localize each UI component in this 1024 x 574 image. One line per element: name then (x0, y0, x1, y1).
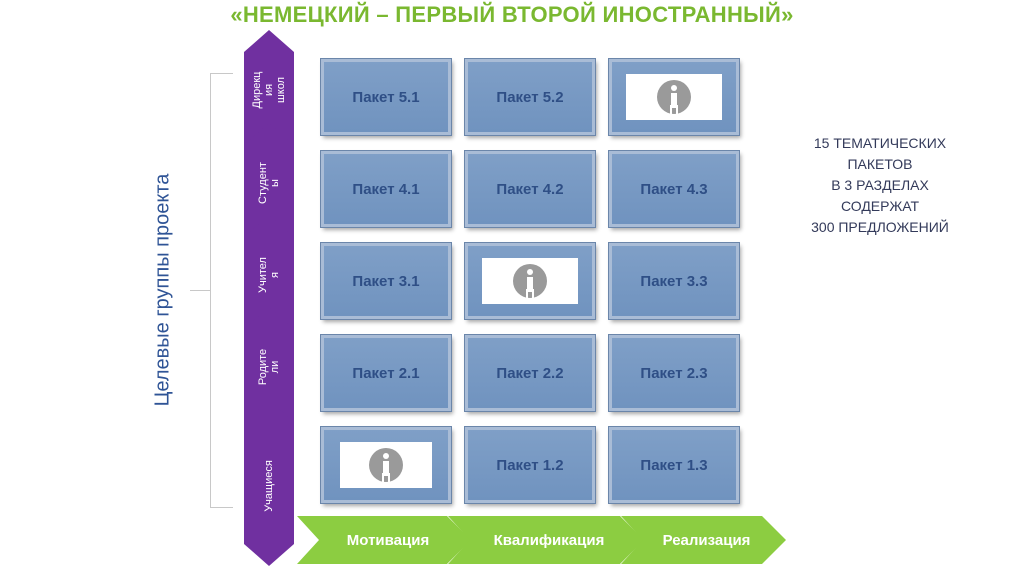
package-box-info[interactable] (464, 242, 596, 320)
target-groups-label-text: Целевые группы проекта (151, 173, 174, 407)
package-box[interactable]: Пакет 4.3 (608, 150, 740, 228)
info-icon (369, 448, 403, 482)
stage-label: Реализация (662, 531, 751, 549)
package-box-info[interactable] (320, 426, 452, 504)
package-box[interactable]: Пакет 2.2 (464, 334, 596, 412)
stage-label: Квалификация (493, 531, 605, 549)
group-label-teachers: Учител я (257, 257, 281, 294)
package-label: Пакет 3.3 (640, 272, 708, 290)
stage-arrow-realization: Реализация (621, 516, 786, 564)
group-label-directors: Дирекц ия школ (251, 71, 287, 109)
package-label: Пакет 1.3 (640, 456, 708, 474)
package-label: Пакет 4.1 (352, 180, 420, 198)
group-label-parents: Родите ли (257, 349, 281, 386)
group-bracket-tick (190, 290, 210, 291)
info-icon (657, 80, 691, 114)
package-box[interactable]: Пакет 1.3 (608, 426, 740, 504)
package-label: Пакет 1.2 (496, 456, 564, 474)
package-box[interactable]: Пакет 5.2 (464, 58, 596, 136)
group-label-students: Студент ы (257, 162, 281, 205)
group-label-pupils: Учащиеся (263, 460, 275, 513)
package-label: Пакет 2.1 (352, 364, 420, 382)
package-label: Пакет 2.3 (640, 364, 708, 382)
package-box-info[interactable] (608, 58, 740, 136)
package-label: Пакет 2.2 (496, 364, 564, 382)
group-chevron-pupils: Учащиеся (244, 400, 294, 566)
package-box[interactable]: Пакет 5.1 (320, 58, 452, 136)
page-title: «НЕМЕЦКИЙ – ПЕРВЫЙ ВТОРОЙ ИНОСТРАННЫЙ» (230, 2, 794, 27)
package-box[interactable]: Пакет 2.1 (320, 334, 452, 412)
stage-arrow-motivation: Мотивация (297, 516, 471, 564)
package-box[interactable]: Пакет 4.2 (464, 150, 596, 228)
package-label: Пакет 5.2 (496, 88, 564, 106)
package-box[interactable]: Пакет 3.1 (320, 242, 452, 320)
stage-arrow-qualification: Квалификация (448, 516, 644, 564)
package-label: Пакет 5.1 (352, 88, 420, 106)
package-label: Пакет 3.1 (352, 272, 420, 290)
summary-text: 15 ТЕМАТИЧЕСКИХ ПАКЕТОВ В 3 РАЗДЕЛАХ СОД… (811, 135, 949, 235)
package-box[interactable]: Пакет 3.3 (608, 242, 740, 320)
package-label: Пакет 4.2 (496, 180, 564, 198)
package-label: Пакет 4.3 (640, 180, 708, 198)
info-card (626, 74, 722, 120)
info-card (482, 258, 578, 304)
info-card (340, 442, 432, 488)
package-box[interactable]: Пакет 1.2 (464, 426, 596, 504)
info-icon (513, 264, 547, 298)
group-bracket (210, 73, 233, 508)
package-box[interactable]: Пакет 2.3 (608, 334, 740, 412)
package-box[interactable]: Пакет 4.1 (320, 150, 452, 228)
stage-label: Мотивация (346, 531, 430, 549)
